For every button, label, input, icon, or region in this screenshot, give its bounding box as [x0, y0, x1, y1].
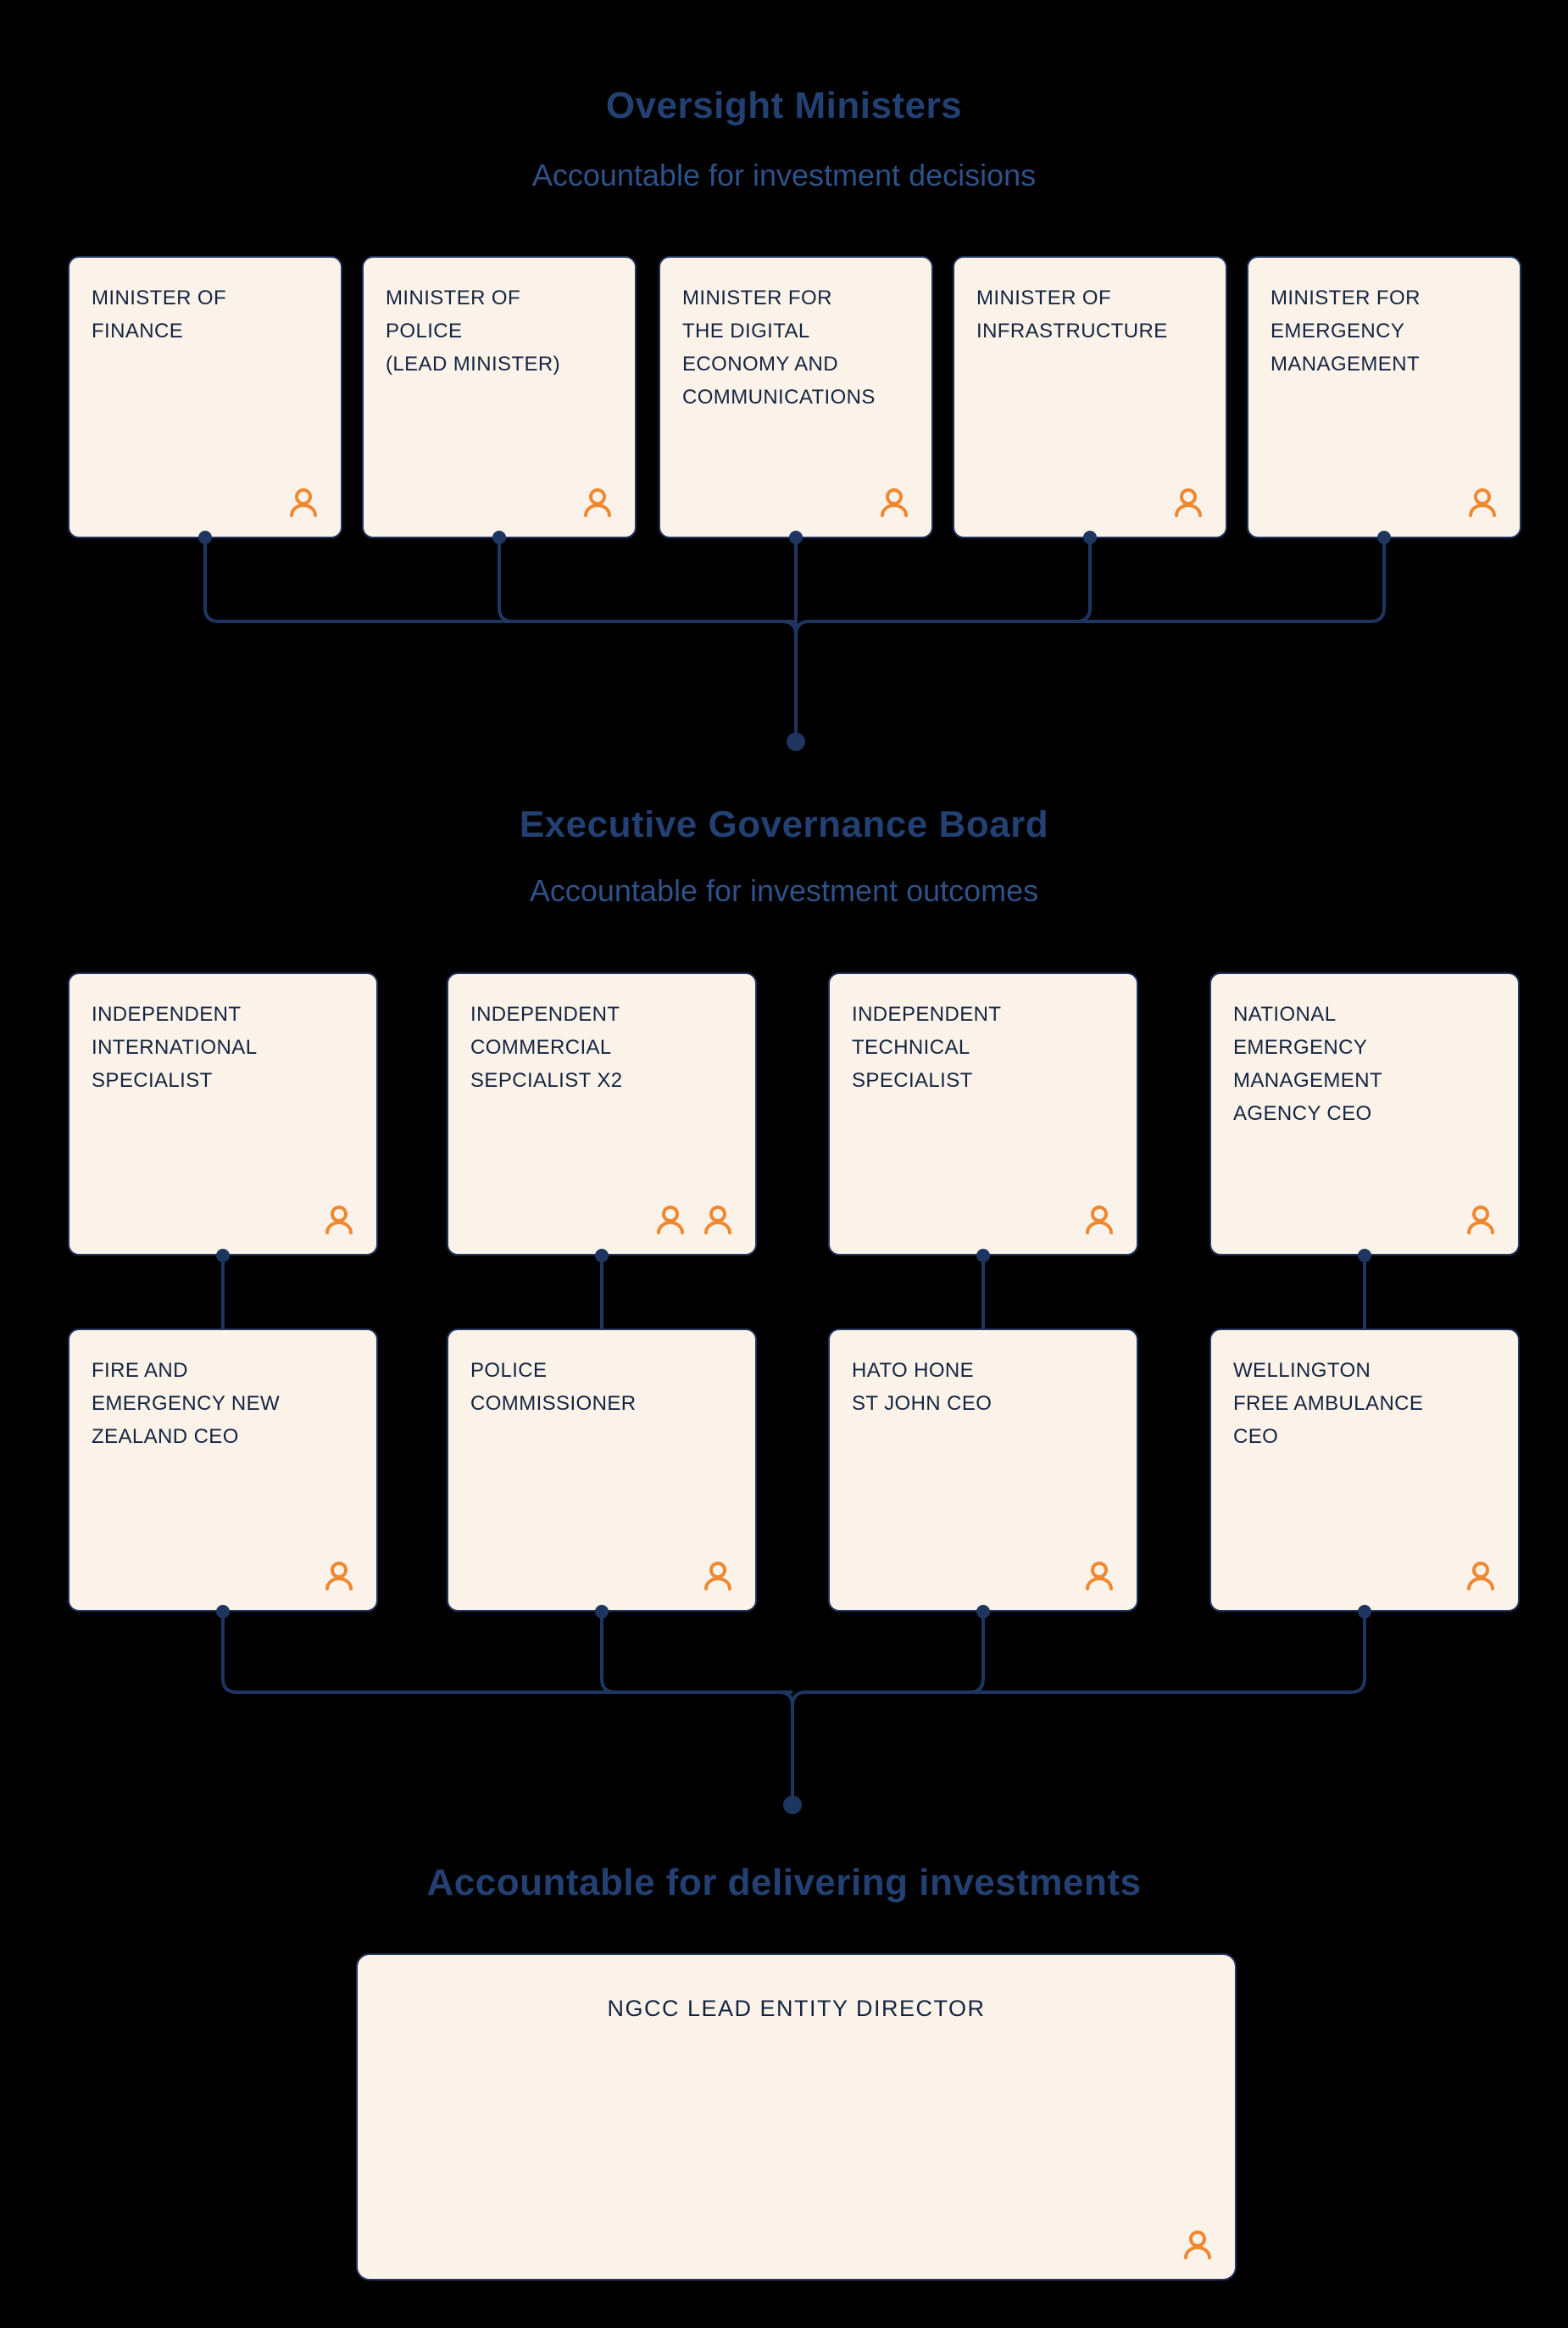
- person-icon: [1467, 1206, 1494, 1234]
- card-minister-emergency-management: MINISTER FOR EMERGENCY MANAGEMENT: [1247, 256, 1521, 538]
- connector-dot: [783, 1796, 802, 1814]
- card-label: POLICE COMMISSIONER: [470, 1359, 637, 1415]
- card-label: NGCC LEAD ENTITY DIRECTOR: [607, 1996, 986, 2021]
- connector-line: [806, 1612, 985, 1694]
- connector-dot: [595, 1605, 609, 1618]
- connector-line: [809, 537, 1092, 623]
- card-hato-hone-st-john-ceo: HATO HONE ST JOHN CEO: [828, 1328, 1138, 1612]
- card-label: INDEPENDENT TECHNICAL SPECIALIST: [852, 1003, 1002, 1092]
- person-icon: [1086, 1206, 1113, 1234]
- connector-dot: [976, 1605, 990, 1618]
- card-minister-infrastructure: MINISTER OF INFRASTRUCTURE: [953, 256, 1227, 538]
- card-independent-international-specialist: INDEPENDENT INTERNATIONAL SPECIALIST: [68, 972, 378, 1256]
- connector-dot: [1358, 1249, 1371, 1262]
- person-icon: [325, 1206, 353, 1234]
- card-label: INDEPENDENT COMMERCIAL SEPCIALIST X2: [470, 1003, 623, 1092]
- connector-dot: [787, 732, 805, 751]
- connector-dot: [976, 1249, 990, 1262]
- person-icon: [881, 488, 908, 517]
- card-label: MINISTER OF POLICE (LEAD MINISTER): [386, 287, 561, 376]
- card-nema-ceo: NATIONAL EMERGENCY MANAGEMENT AGENCY CEO: [1209, 972, 1520, 1256]
- card-label: MINISTER OF FINANCE: [92, 287, 227, 343]
- connector-dot: [1358, 1605, 1371, 1618]
- card-police-commissioner: POLICE COMMISSIONER: [447, 1328, 757, 1612]
- card-fenz-ceo: FIRE AND EMERGENCY NEW ZEALAND CEO: [68, 1328, 378, 1612]
- connector-line: [221, 1612, 794, 1805]
- connector-row1-to-row2: [216, 1249, 1371, 1328]
- connector-dot: [1377, 531, 1391, 544]
- card-label: HATO HONE ST JOHN CEO: [852, 1359, 993, 1415]
- card-label: MINISTER OF INFRASTRUCTURE: [976, 287, 1168, 343]
- person-icon: [1469, 488, 1496, 517]
- person-icon: [1086, 1562, 1113, 1590]
- person-icon: [704, 1562, 731, 1590]
- oversight-ministers-title: Oversight Ministers: [605, 85, 963, 126]
- connector-line: [600, 1612, 792, 1694]
- card-minister-finance: MINISTER OF FINANCE: [68, 256, 342, 538]
- executive-governance-board-subtitle: Accountable for investment outcomes: [529, 873, 1039, 908]
- connector-dot: [789, 531, 803, 544]
- executive-governance-board-title: Executive Governance Board: [519, 804, 1049, 845]
- connector-dot: [492, 531, 506, 544]
- card-independent-commercial-specialist: INDEPENDENT COMMERCIAL SEPCIALIST X2: [447, 972, 757, 1256]
- connector-line: [498, 537, 796, 623]
- connector-dot: [1083, 531, 1097, 544]
- card-label: WELLINGTON FREE AMBULANCE CEO: [1233, 1359, 1424, 1448]
- connector-dot: [216, 1249, 230, 1262]
- card-label: FIRE AND EMERGENCY NEW ZEALAND CEO: [92, 1359, 281, 1448]
- card-label: MINISTER FOR THE DIGITAL ECONOMY AND COM…: [682, 287, 876, 409]
- connector-row2-to-director: [216, 1605, 1371, 1814]
- connector-dot: [216, 1605, 230, 1618]
- person-icon: [1184, 2231, 1211, 2259]
- connector-line: [794, 537, 1386, 636]
- delivering-investments-title: Accountable for delivering investments: [426, 1862, 1142, 1903]
- person-icon: [704, 1206, 731, 1234]
- person-icon: [1467, 1562, 1494, 1590]
- card-label: NATIONAL EMERGENCY MANAGEMENT AGENCY CEO: [1233, 1003, 1383, 1125]
- card-independent-technical-specialist: INDEPENDENT TECHNICAL SPECIALIST: [828, 972, 1138, 1256]
- card-label: MINISTER FOR EMERGENCY MANAGEMENT: [1271, 287, 1421, 376]
- person-icon: [325, 1562, 353, 1590]
- oversight-ministers-subtitle: Accountable for investment decisions: [531, 158, 1037, 192]
- person-icon: [657, 1206, 684, 1234]
- card-minister-police: MINISTER OF POLICE (LEAD MINISTER): [362, 256, 637, 538]
- card-minister-digital-economy: MINISTER FOR THE DIGITAL ECONOMY AND COM…: [659, 256, 933, 538]
- person-icon: [584, 488, 611, 517]
- connector-dot: [595, 1249, 609, 1262]
- person-icon: [1175, 488, 1202, 517]
- connector-line: [791, 1612, 1366, 1707]
- card-wellington-free-ambulance-ceo: WELLINGTON FREE AMBULANCE CEO: [1209, 1328, 1520, 1612]
- person-icon: [290, 488, 317, 517]
- connector-dot: [198, 531, 212, 544]
- connector-ministers-to-board: [198, 531, 1391, 751]
- person-icon-pair: [653, 1205, 735, 1237]
- card-ngcc-lead-entity-director: NGCC LEAD ENTITY DIRECTOR: [356, 1953, 1237, 2281]
- card-label: INDEPENDENT INTERNATIONAL SPECIALIST: [92, 1003, 258, 1092]
